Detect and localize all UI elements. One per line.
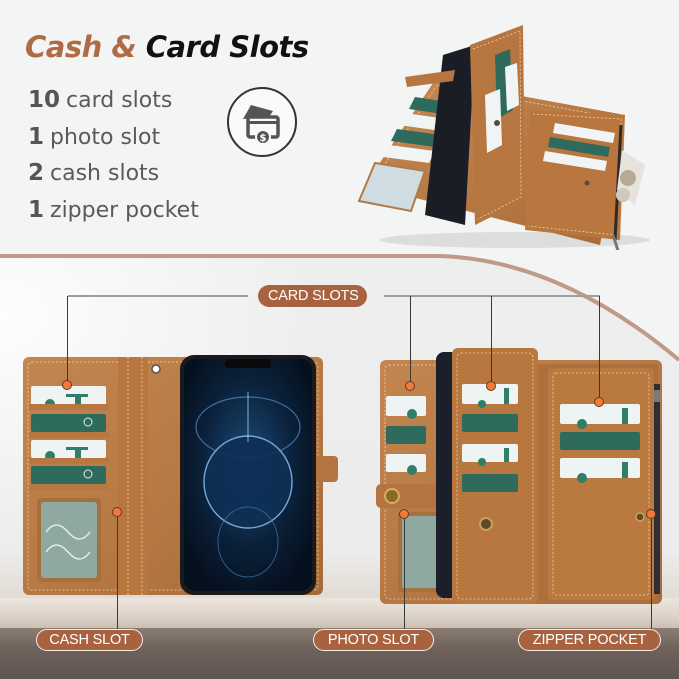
callout-vline <box>117 512 118 629</box>
callout-vline <box>599 296 600 402</box>
callout-line-card-slots-right <box>384 295 600 297</box>
headline: Cash & Card Slots <box>25 30 309 64</box>
label-zipper-pocket: ZIPPER POCKET <box>518 629 661 651</box>
callout-vline <box>651 514 652 629</box>
feature-count: 2 <box>28 160 45 186</box>
headline-accent: Cash & <box>25 30 137 64</box>
right-wallet-image <box>376 348 662 604</box>
label-card-slots: CARD SLOTS <box>258 285 367 307</box>
label-cash-slot: CASH SLOT <box>36 629 143 651</box>
divider-swoosh <box>0 250 679 362</box>
left-wallet-image <box>23 355 338 595</box>
callout-vline <box>491 296 492 386</box>
top-wallet-image <box>357 25 650 250</box>
callout-line-card-slots-left <box>68 295 248 297</box>
callout-dot <box>62 380 72 390</box>
feature-count: 1 <box>28 196 45 223</box>
callout-vline <box>410 296 411 386</box>
headline-dark: Card Slots <box>145 30 309 64</box>
callout-dot <box>486 381 496 391</box>
callout-vline <box>67 296 68 386</box>
callout-dot <box>405 381 415 391</box>
feature-count: 10 <box>28 87 61 113</box>
svg-text:$: $ <box>260 133 267 144</box>
feature-label: photo slot <box>50 124 161 150</box>
callout-vline <box>404 514 405 629</box>
callout-dot <box>399 509 409 519</box>
feature-label: zipper pocket <box>50 197 199 223</box>
feature-count: 1 <box>28 123 45 150</box>
feature-label: cash slots <box>50 161 160 186</box>
callout-dot <box>112 507 122 517</box>
callout-dot <box>646 509 656 519</box>
feature-label: card slots <box>66 88 173 113</box>
card-cash-icon: $ <box>227 87 297 157</box>
callout-dot <box>594 397 604 407</box>
label-photo-slot: PHOTO SLOT <box>313 629 434 651</box>
